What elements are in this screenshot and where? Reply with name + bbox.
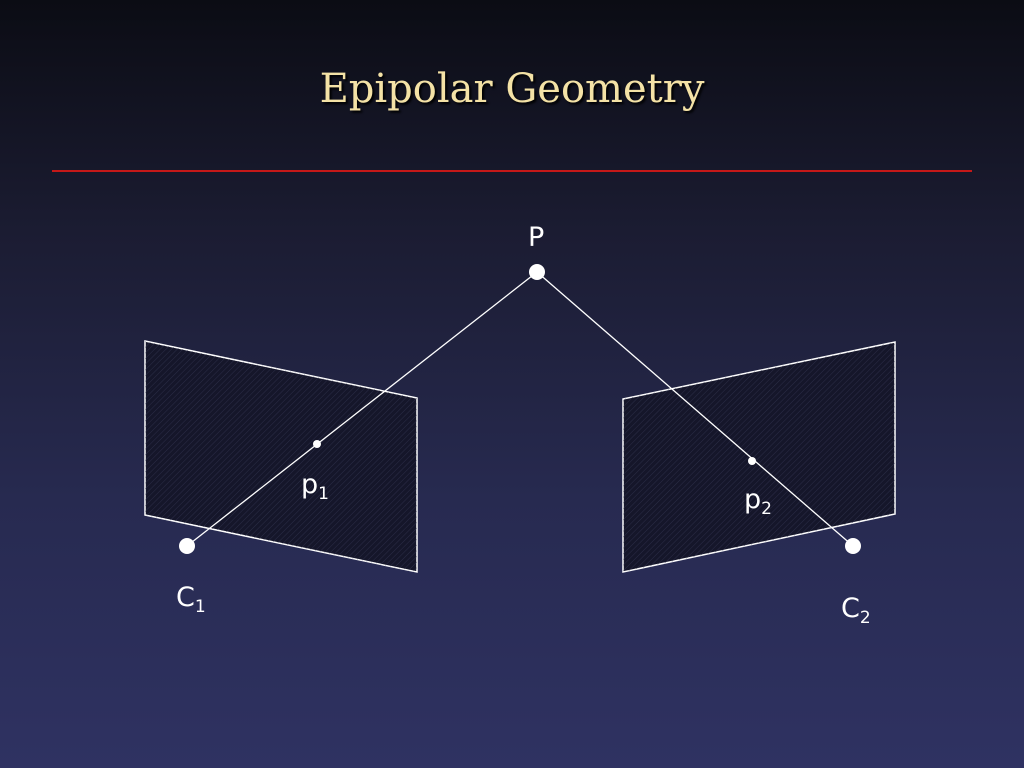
camera-center-c1 xyxy=(179,538,195,554)
world-point-p xyxy=(529,264,545,280)
label-projection-1: p1 xyxy=(301,469,329,504)
projection-point-p1 xyxy=(313,440,321,448)
label-world-point: P xyxy=(528,222,544,253)
label-camera-2: C2 xyxy=(841,593,871,628)
ray-c1-to-p xyxy=(186,271,538,547)
projection-point-p2 xyxy=(748,457,756,465)
slide-title: Epipolar Geometry xyxy=(319,66,705,112)
ray-c2-to-p xyxy=(536,271,854,547)
title-divider xyxy=(52,170,972,172)
image-plane-right-texture xyxy=(623,342,895,572)
label-camera-1: C1 xyxy=(176,582,206,617)
image-plane-left-texture xyxy=(145,341,417,572)
label-projection-2: p2 xyxy=(744,484,772,519)
camera-center-c2 xyxy=(845,538,861,554)
